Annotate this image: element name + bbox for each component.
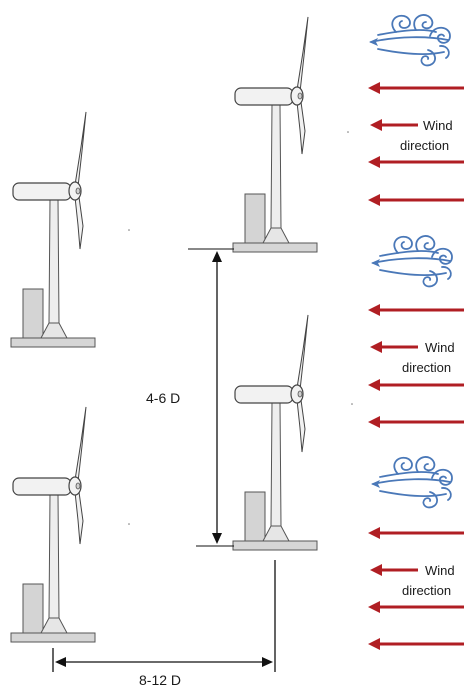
wind-group-2: Wind direction: [366, 235, 466, 430]
wind-arrow: [366, 599, 466, 615]
wind-arrow: [366, 302, 466, 318]
turbine-front-bottom: [10, 406, 96, 643]
speck: [128, 523, 130, 525]
speck: [347, 131, 349, 133]
wind-icon: [370, 235, 453, 288]
wind-arrow: [366, 377, 466, 393]
vertical-spacing-label: 4-6 D: [146, 390, 180, 406]
wind-group-3: Wind direction: [366, 456, 466, 652]
turbine-rear-bottom: [232, 314, 318, 551]
wind-label-line2: direction: [402, 583, 451, 598]
wind-label-line2: direction: [402, 360, 451, 375]
wind-label-line1: Wind: [423, 118, 453, 133]
wind-arrow: [366, 636, 466, 652]
wind-group-1: Wind direction: [366, 14, 466, 208]
wind-arrow: [368, 562, 420, 578]
vertical-spacing-dimension: 4-6 D: [140, 248, 234, 547]
turbine-rear-top: [232, 16, 318, 253]
wind-arrow: [368, 117, 420, 133]
wind-label-line1: Wind: [425, 340, 455, 355]
wind-arrow: [366, 192, 466, 208]
wind-arrow: [366, 80, 466, 96]
wind-icon: [368, 14, 451, 67]
wind-icon: [370, 456, 453, 509]
wind-arrow: [368, 339, 420, 355]
wind-arrow: [366, 154, 466, 170]
wind-label-line2: direction: [400, 138, 449, 153]
wind-label-line1: Wind: [425, 563, 455, 578]
horizontal-spacing-dimension: 8-12 D: [52, 560, 276, 688]
wind-arrow: [366, 414, 466, 430]
speck: [351, 403, 353, 405]
turbine-front-top: [10, 111, 96, 348]
wind-arrow: [366, 525, 466, 541]
horizontal-spacing-label: 8-12 D: [139, 672, 181, 688]
speck: [128, 229, 130, 231]
